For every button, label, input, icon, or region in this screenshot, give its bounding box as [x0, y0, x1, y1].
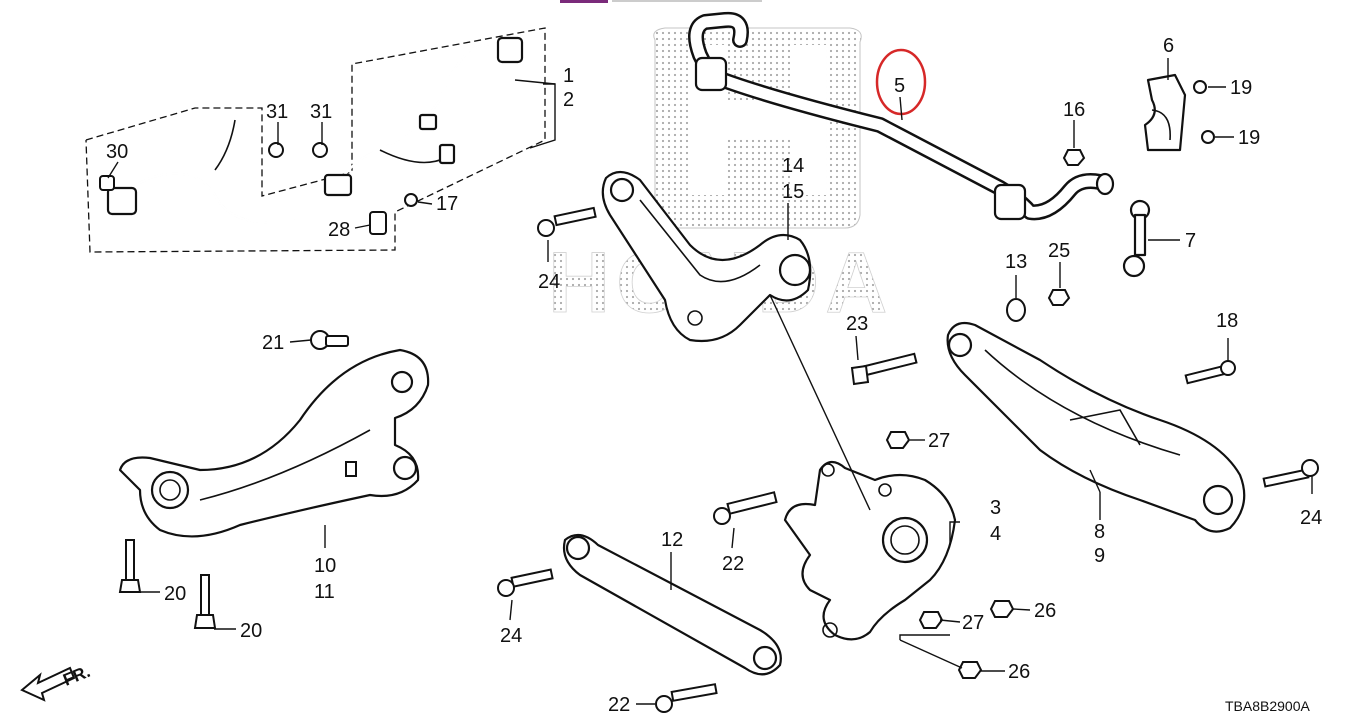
callout-8: 8	[1094, 521, 1105, 543]
bolt-20-a	[118, 539, 142, 593]
bolt-24-d	[1262, 459, 1319, 488]
clip-28	[369, 211, 387, 235]
lower-arm-10-11	[118, 348, 430, 538]
callout-2: 2	[563, 89, 574, 111]
callout-19-b: 19	[1238, 127, 1260, 149]
clip-31-b	[312, 142, 328, 158]
callout-26-a: 26	[1034, 600, 1056, 622]
bolt-24-b	[497, 568, 554, 597]
lower-link-12	[562, 533, 782, 676]
nut-26-a	[989, 600, 1015, 618]
bolt-21	[310, 330, 349, 350]
callout-24-d: 24	[1300, 507, 1322, 529]
callout-4: 4	[990, 523, 1001, 545]
top-tab-mark-2	[612, 0, 762, 2]
bolt-22-b	[655, 683, 718, 713]
bolt-17	[404, 193, 418, 207]
bolt-19-b	[1201, 130, 1215, 144]
bracket-6-part	[1143, 73, 1187, 152]
callout-9: 9	[1094, 545, 1105, 567]
callout-7: 7	[1185, 230, 1196, 252]
nut-27-b	[918, 611, 944, 629]
bolt-19-a	[1193, 80, 1207, 94]
callout-30: 30	[106, 141, 128, 163]
bolt-23	[850, 352, 918, 386]
callout-3: 3	[990, 497, 1001, 519]
nut-26-b	[957, 661, 983, 679]
bolt-24-a	[537, 206, 597, 237]
callout-20-b: 20	[240, 620, 262, 642]
callout-25: 25	[1048, 240, 1070, 262]
leader-lines	[107, 58, 1313, 705]
callout-23: 23	[846, 313, 868, 335]
callout-19-a: 19	[1230, 77, 1252, 99]
bolt-22-a	[713, 491, 778, 525]
callout-13: 13	[1005, 251, 1027, 273]
callout-15: 15	[782, 181, 804, 203]
stabilizer-bar-part	[688, 11, 1115, 221]
callout-31-a: 31	[266, 101, 288, 123]
nut-16	[1062, 149, 1086, 166]
upper-arm-14-15	[601, 170, 812, 343]
callout-31-b: 31	[310, 101, 332, 123]
callout-27-a: 27	[928, 430, 950, 452]
clip-30	[99, 175, 115, 191]
nut-27-a	[885, 431, 911, 449]
callout-12: 12	[661, 529, 683, 551]
diagram-code: TBA8B2900A	[1225, 698, 1310, 714]
callout-1: 1	[563, 65, 574, 87]
harness-group-frame	[85, 27, 546, 253]
callout-5: 5	[894, 75, 905, 97]
callout-21: 21	[262, 332, 284, 354]
sensor-harness-part	[106, 36, 524, 224]
callout-24-c: 24	[1000, 4, 1002, 6]
clip-31-a	[268, 142, 284, 158]
front-direction-arrow: FR.	[20, 662, 93, 702]
front-direction-label: FR.	[60, 662, 93, 690]
callout-18: 18	[1216, 310, 1238, 332]
washer-13	[1006, 298, 1026, 322]
top-tab-mark	[560, 0, 608, 3]
stabilizer-link-7	[1122, 199, 1151, 278]
callout-27-b: 27	[962, 612, 984, 634]
callout-labels: 1 2 3 4 5 6 7 8 9 10 11 12 13 14 15 16 1…	[106, 35, 1322, 716]
callout-6: 6	[1163, 35, 1174, 57]
callout-20-a: 20	[164, 583, 186, 605]
callout-22-b: 22	[608, 694, 630, 716]
bolt-18	[1184, 360, 1236, 385]
callout-24-b: 24	[500, 625, 522, 647]
callout-22-a: 22	[722, 553, 744, 575]
strut-line	[769, 294, 871, 511]
knuckle-3-4	[783, 460, 957, 641]
bolt-20-b	[193, 574, 217, 629]
callout-17: 17	[436, 193, 458, 215]
callout-10: 10	[314, 555, 336, 577]
lower-arm-8-9	[946, 321, 1246, 533]
callout-16: 16	[1063, 99, 1085, 121]
nut-25	[1047, 289, 1071, 306]
callout-14: 14	[782, 155, 804, 177]
callout-24-a: 24	[538, 271, 560, 293]
callout-26-b: 26	[1008, 661, 1030, 683]
callout-11: 11	[314, 581, 335, 603]
callout-28: 28	[328, 219, 350, 241]
